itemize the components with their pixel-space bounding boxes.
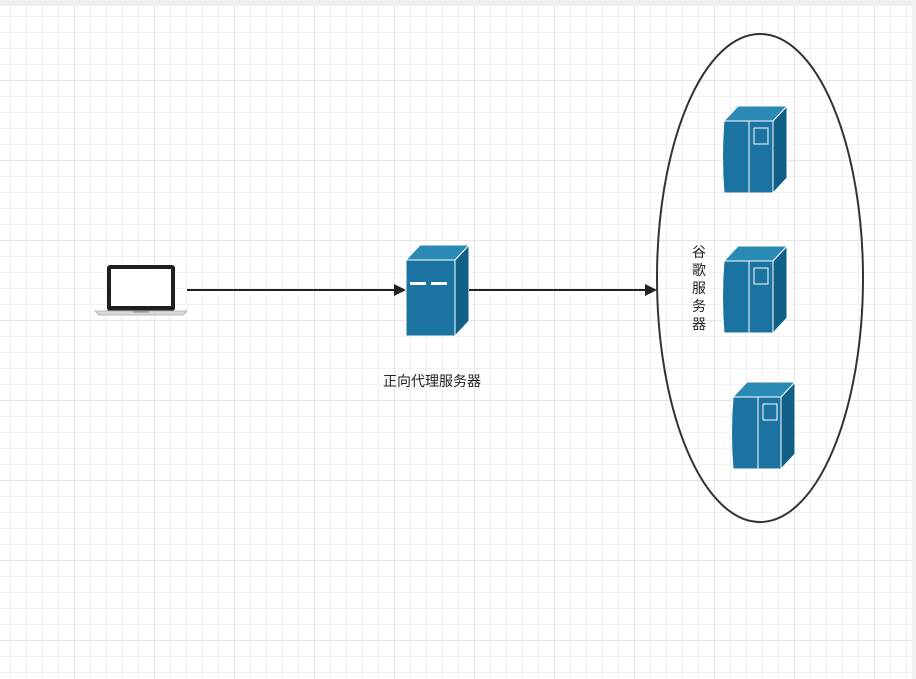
canvas-top-edge [0,0,916,6]
server-tower-icon[interactable] [404,243,471,338]
canvas-right-edge [912,0,916,679]
google-cluster-ellipse[interactable] [656,33,864,523]
rack-server-icon[interactable] [722,104,789,195]
laptop-icon[interactable] [93,265,189,316]
rack-server-icon[interactable] [731,380,797,471]
rack-server-icon[interactable] [722,244,789,335]
cluster-label: 谷歌服务器 [692,245,706,333]
proxy-server-label: 正向代理服务器 [383,374,481,390]
